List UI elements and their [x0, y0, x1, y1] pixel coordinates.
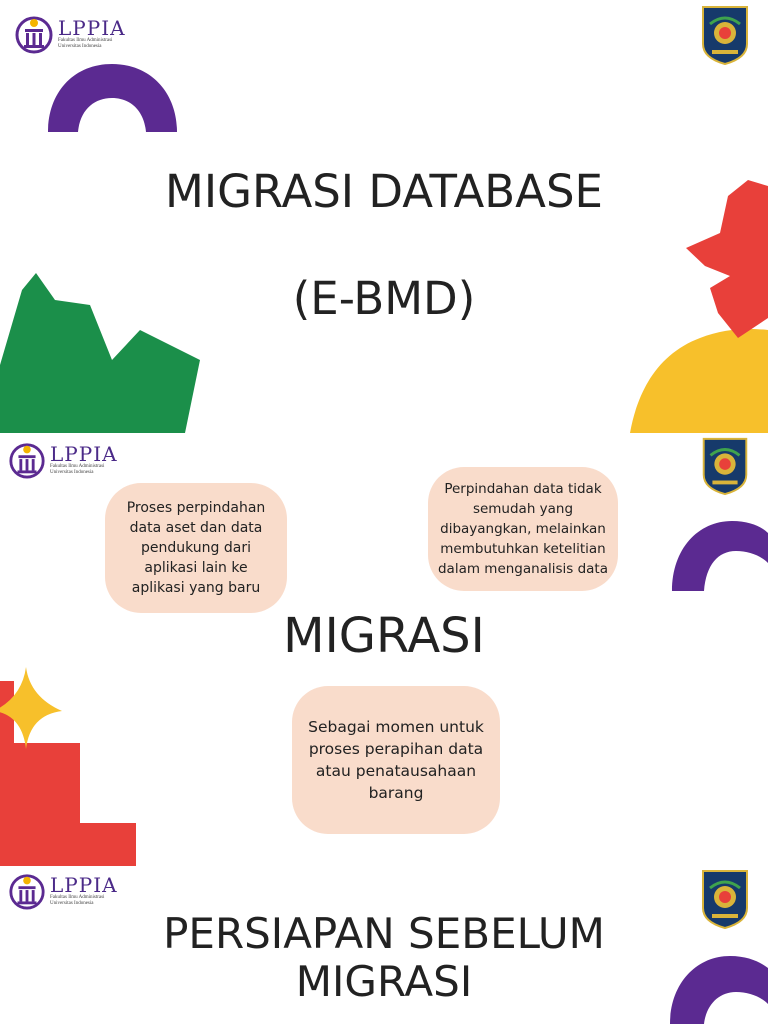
slide3-title-line1: PERSIAPAN SEBELUM	[163, 909, 605, 958]
lppia-emblem-icon	[15, 16, 53, 54]
slide-3: LPPIA Fakultas Ilmu Administrasi Univers…	[0, 866, 768, 1024]
green-plant-shape	[0, 273, 200, 433]
lppia-emblem-icon	[9, 874, 45, 910]
lppia-subtitle-2: Universitas Indonesia	[50, 470, 94, 475]
lppia-subtitle-1: Fakultas Ilmu Administrasi	[50, 464, 105, 469]
lppia-subtitle-1: Fakultas Ilmu Administrasi	[58, 38, 113, 43]
red-yellow-flower-shape	[630, 180, 768, 433]
bubble-opportunity-text: Sebagai momen untuk proses perapihan dat…	[308, 718, 484, 802]
slide1-title-line1: MIGRASI DATABASE	[165, 165, 603, 218]
purple-arch-shape	[48, 64, 177, 132]
lppia-subtitle-2: Universitas Indonesia	[58, 44, 102, 49]
government-seal-icon	[702, 437, 748, 496]
purple-arch-shape	[672, 521, 768, 591]
slide1-title-line2: (E-BMD)	[292, 272, 476, 325]
lppia-subtitle-2: Universitas Indonesia	[50, 901, 94, 906]
lppia-subtitle-1: Fakultas Ilmu Administrasi	[50, 895, 105, 900]
government-seal-icon	[702, 6, 748, 66]
lppia-name: LPPIA	[58, 16, 126, 40]
slide2-title: MIGRASI	[283, 608, 485, 664]
government-seal-icon	[702, 870, 748, 930]
bubble-challenge: Perpindahan data tidak semudah yang diba…	[428, 467, 618, 591]
red-block-shape	[0, 667, 136, 866]
slide-1: LPPIA Fakultas Ilmu Administrasi Univers…	[0, 0, 768, 433]
purple-arch-shape	[670, 956, 768, 1024]
slide-2: LPPIA Fakultas Ilmu Administrasi Univers…	[0, 433, 768, 866]
slide3-title-line2: MIGRASI	[295, 957, 473, 1006]
lppia-name: LPPIA	[50, 442, 118, 466]
lppia-logo: LPPIA Fakultas Ilmu Administrasi Univers…	[8, 441, 118, 479]
bubble-opportunity: Sebagai momen untuk proses perapihan dat…	[292, 686, 500, 834]
lppia-name: LPPIA	[50, 873, 118, 897]
bubble-definition: Proses perpindahan data aset dan data pe…	[105, 483, 287, 613]
lppia-logo: LPPIA Fakultas Ilmu Administrasi Univers…	[8, 872, 118, 910]
bubble-challenge-text: Perpindahan data tidak semudah yang diba…	[437, 481, 608, 577]
lppia-logo: LPPIA Fakultas Ilmu Administrasi Univers…	[14, 14, 126, 54]
bubble-definition-text: Proses perpindahan data aset dan data pe…	[126, 500, 266, 596]
lppia-emblem-icon	[9, 443, 45, 479]
